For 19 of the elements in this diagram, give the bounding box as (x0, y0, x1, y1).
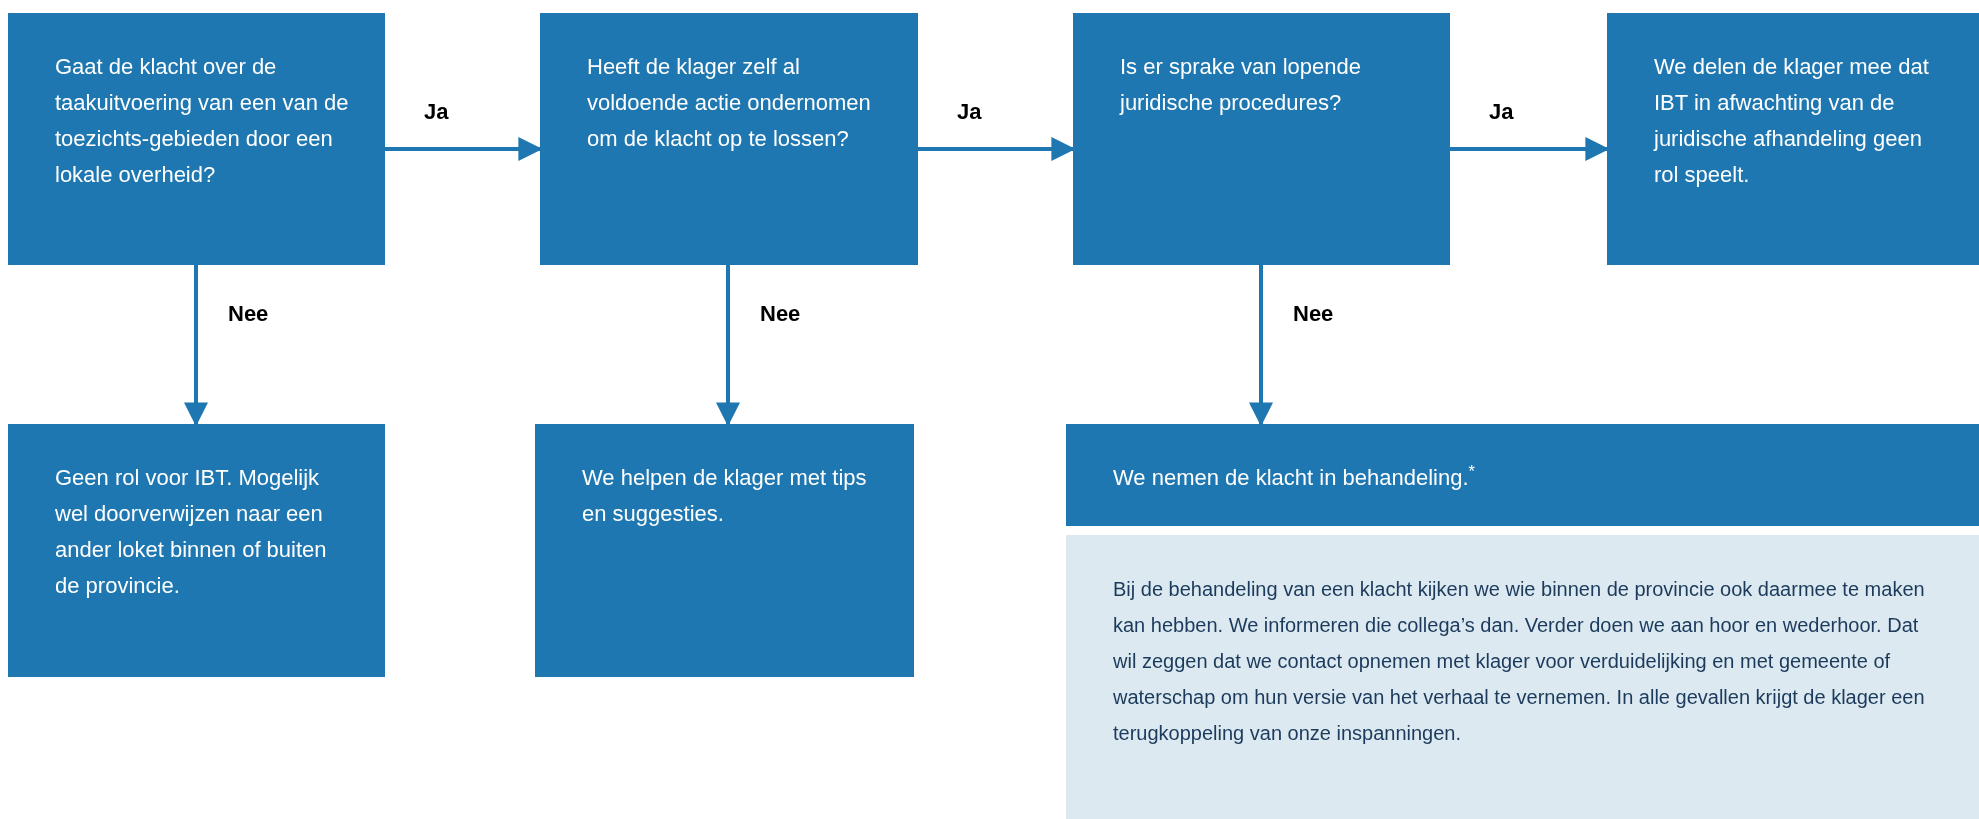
process-box (1607, 13, 1979, 265)
box-text: We helpen de klager met tips en suggesties. (582, 464, 868, 528)
note-box (1066, 535, 1979, 819)
process-box (535, 424, 914, 677)
box-text: Heeft de klager zelf al voldoende actie ondernomen om de klacht op te lossen? (587, 53, 872, 153)
arrow (1249, 265, 1273, 427)
box-text: We nemen de klacht in behandeling.$^{*}$ (1113, 460, 1476, 492)
process-box (540, 13, 918, 265)
box-text: Geen rol voor IBT. Mogelijk wel doorverwijzen naar een ander loket binnen of buiten de provincie. (55, 464, 328, 600)
box-text: Is er sprake van lopende juridische procedures? (1120, 53, 1362, 117)
arrow (716, 265, 740, 427)
arrow (184, 265, 208, 427)
process-box (8, 13, 385, 265)
process-box (8, 424, 385, 677)
box-text: We delen de klager mee dat IBT in afwachting van de juridische afhandeling geen rol speelt. (1654, 53, 1930, 189)
process-box (1066, 424, 1979, 526)
box-text: Gaat de klacht over de taakuitvoering van een van de toezichts-gebieden door een lokale overheid? (55, 53, 350, 189)
process-box (1073, 13, 1450, 265)
box-text: Bij de behandeling van een klacht kijken we wie binnen de provincie ook daarmee te maken kan hebben. We informeren die collega’s dan. Verder doen we aan hoor en wederhoor. Dat wil zeggen dat we contact opnemen met klager voor verduidelijking en met gemeente of waterschap om hun versie van het verhaal te vernemen. In alle gevallen krijgt de klager een terugkoppeling van onze inspanningen. (1113, 577, 1926, 746)
